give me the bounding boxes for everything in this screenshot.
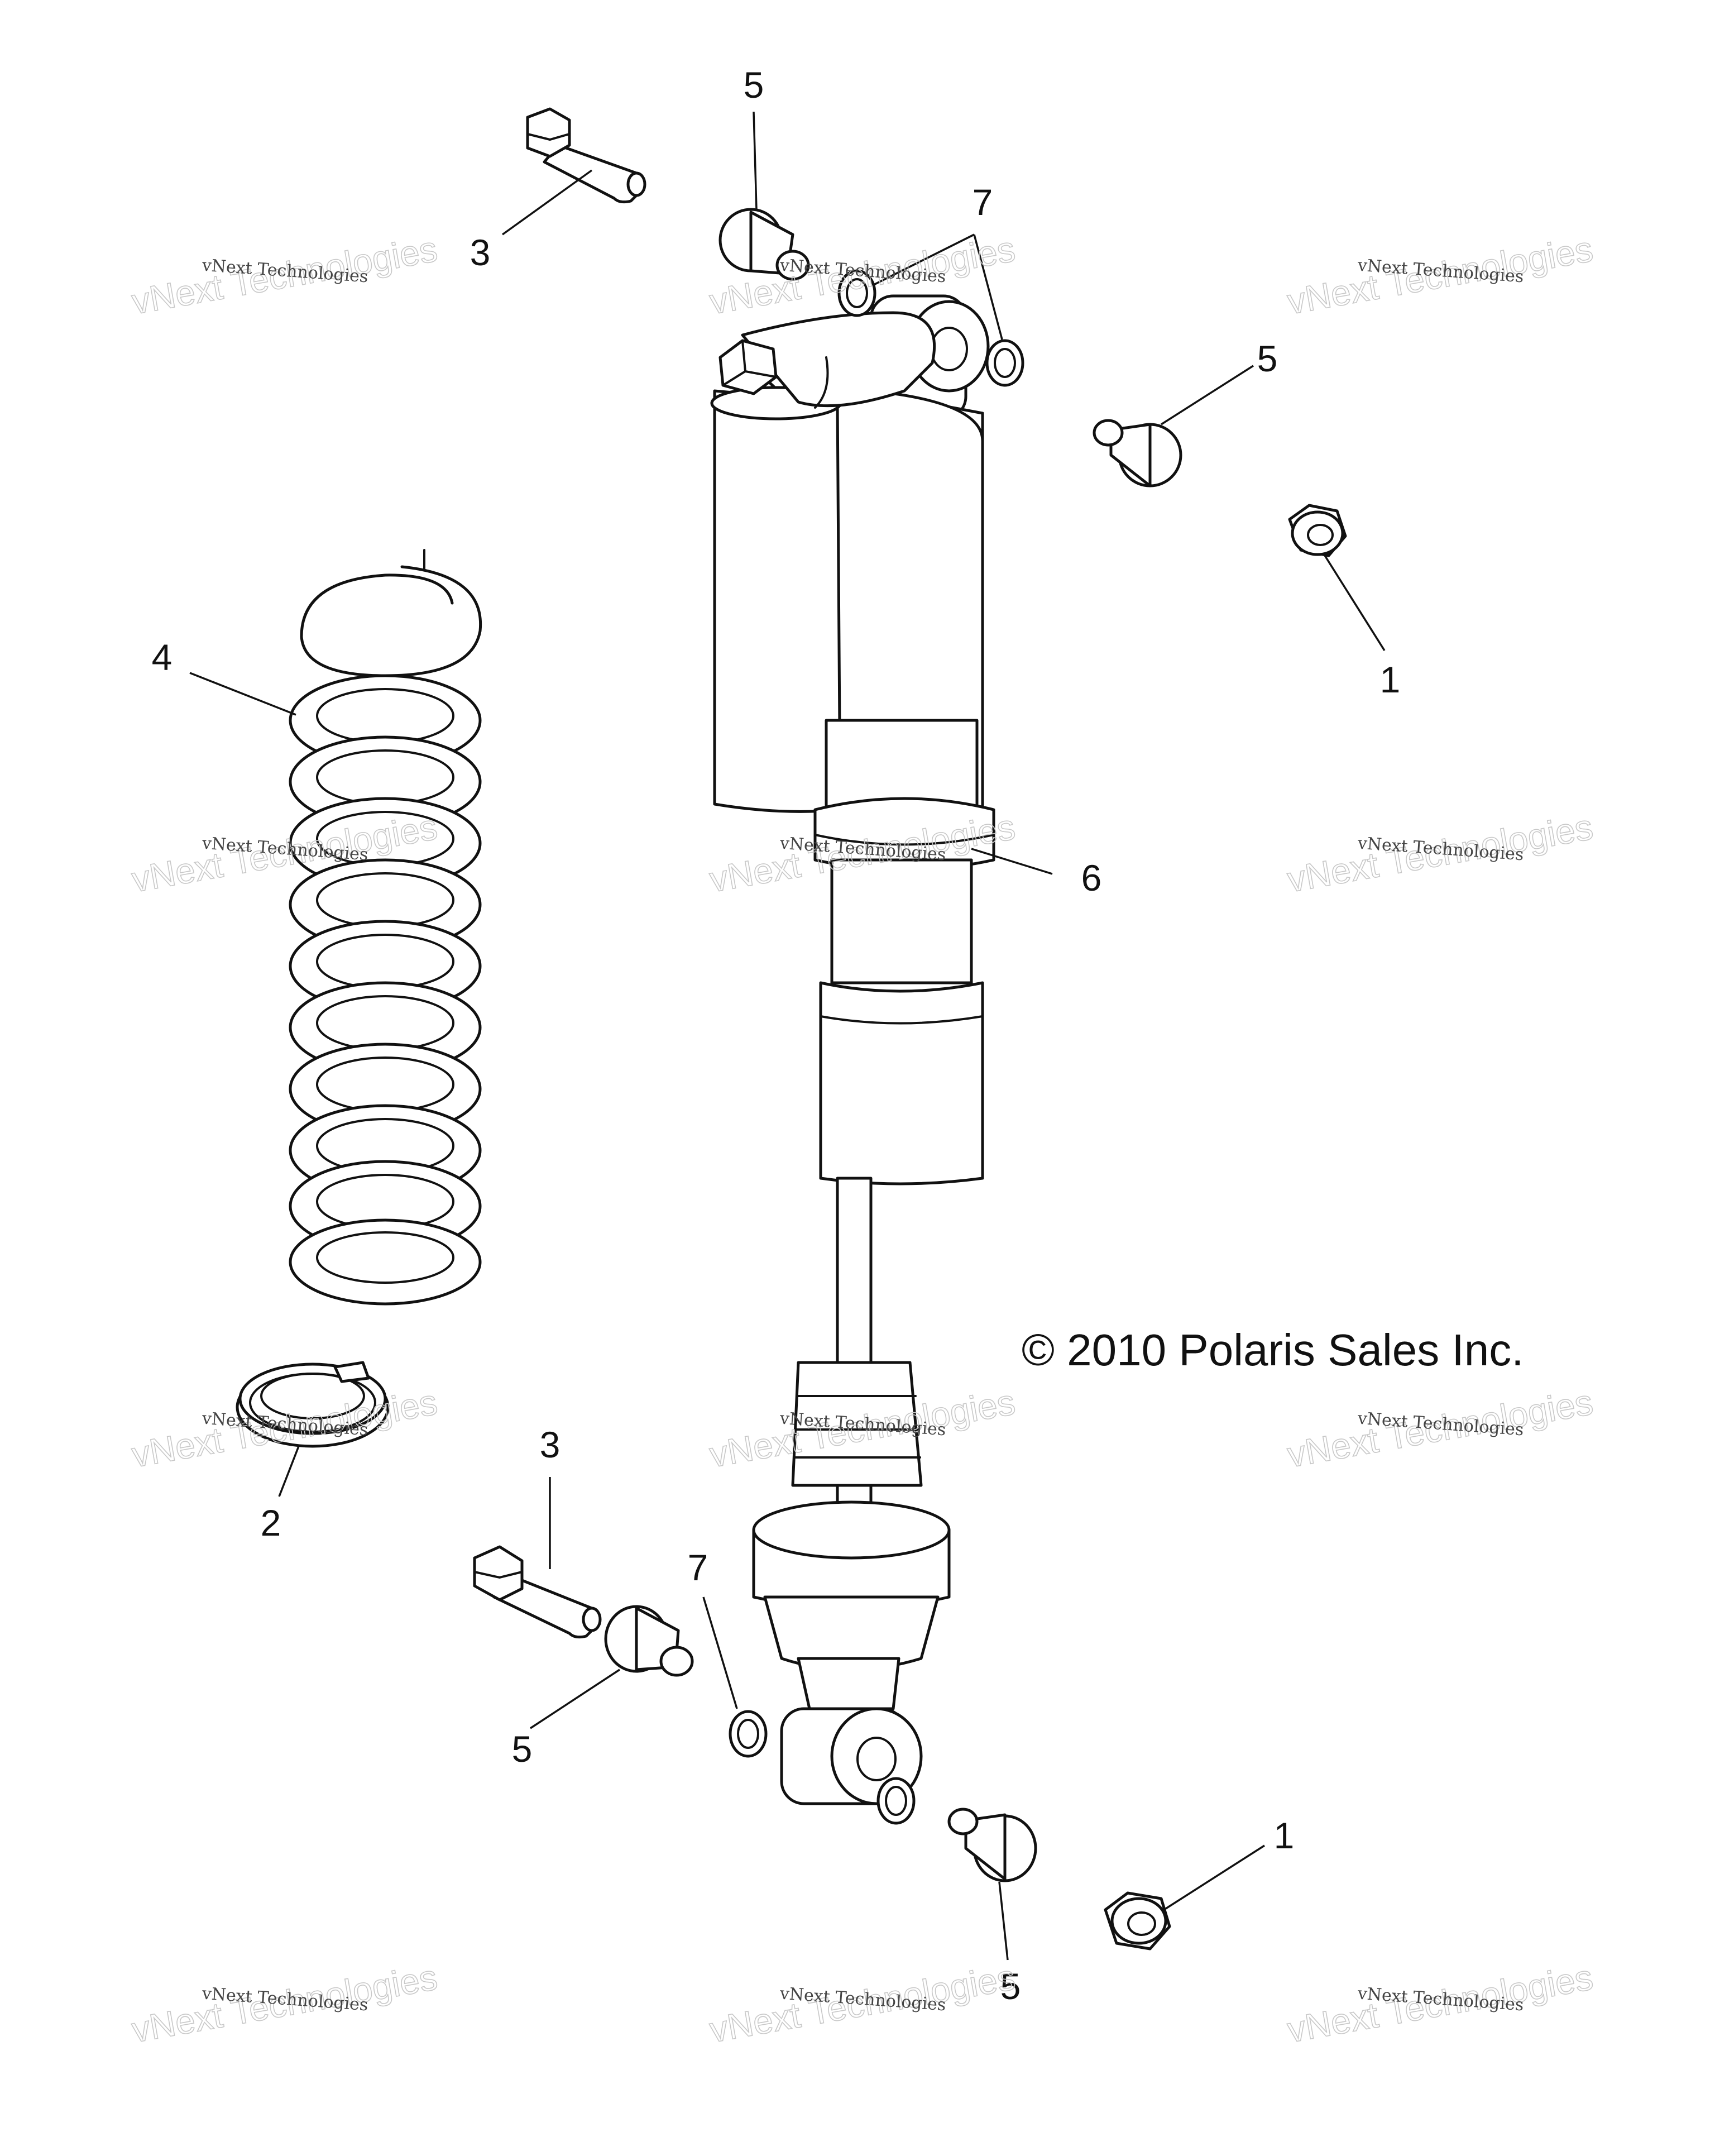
callout-1-lower: 1 xyxy=(1274,1815,1295,1856)
bolt-upper xyxy=(526,107,646,204)
washer-top-left xyxy=(837,269,876,317)
spring-seat xyxy=(236,1361,390,1448)
copyright-notice: © 2010 Polaris Sales Inc. xyxy=(1022,1325,1524,1375)
bushing-lower-left xyxy=(604,1605,694,1677)
nut-lower xyxy=(1104,1891,1171,1951)
washer-bottom-right xyxy=(876,1777,916,1825)
callout-5-top: 5 xyxy=(744,64,764,106)
bushing-lower-right xyxy=(947,1808,1037,1882)
leader-lines xyxy=(189,111,1386,1961)
callout-5-right: 5 xyxy=(1257,338,1278,379)
callout-6: 6 xyxy=(1081,857,1102,898)
bolt-lower xyxy=(473,1545,602,1639)
callout-5-lower-right: 5 xyxy=(1000,1966,1021,2007)
nut-upper xyxy=(1288,504,1347,557)
callout-7-bottom: 7 xyxy=(688,1547,708,1588)
coil-spring xyxy=(289,549,482,1306)
shock-absorber xyxy=(710,294,995,1805)
callout-2: 2 xyxy=(261,1502,281,1543)
callout-4: 4 xyxy=(152,637,173,678)
callout-5-lower-left: 5 xyxy=(512,1728,533,1770)
callout-1-upper: 1 xyxy=(1380,659,1401,700)
callout-7-top: 7 xyxy=(973,181,993,223)
callout-3-upper: 3 xyxy=(470,232,491,273)
callout-labels: 1 1 2 3 3 4 5 5 5 5 6 7 7 xyxy=(152,64,1401,2007)
washer-bottom-left xyxy=(729,1710,768,1758)
bushing-right xyxy=(1093,419,1182,487)
callout-3-lower: 3 xyxy=(540,1424,561,1465)
washer-top-right xyxy=(985,339,1024,387)
bushing-top xyxy=(718,208,810,281)
